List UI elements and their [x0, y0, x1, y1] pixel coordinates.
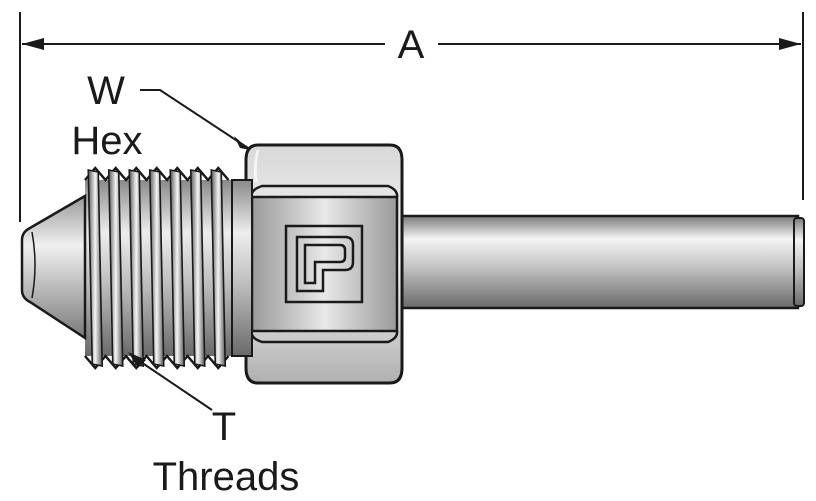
thread-crest — [210, 169, 227, 367]
leader-arrow-thread-icon — [128, 352, 146, 368]
hex-word-label: Hex — [71, 119, 142, 163]
thread-crest — [87, 169, 104, 367]
dimension-a: A — [19, 12, 804, 222]
thread-letter-label: T — [212, 405, 236, 449]
thread-crest — [128, 169, 145, 367]
cone-nose — [20, 193, 87, 341]
thread-crest — [148, 169, 165, 367]
threaded-body — [84, 166, 253, 370]
tube — [396, 214, 805, 310]
dimension-a-label: A — [398, 23, 425, 67]
thread-crest — [189, 169, 206, 367]
thread-leader: T Threads — [128, 352, 299, 499]
thread-crest — [107, 169, 124, 367]
thread-word-label: Threads — [153, 455, 300, 499]
arrowhead-right-icon — [779, 38, 801, 50]
thread-crest — [169, 169, 186, 367]
arrowhead-left-icon — [22, 38, 44, 50]
parker-logo-icon — [284, 224, 364, 304]
leader-arrow-hex-icon — [234, 136, 250, 150]
hex-letter-label: W — [87, 69, 125, 113]
hex-leader: W Hex — [71, 69, 250, 163]
hex-nut — [244, 143, 404, 385]
